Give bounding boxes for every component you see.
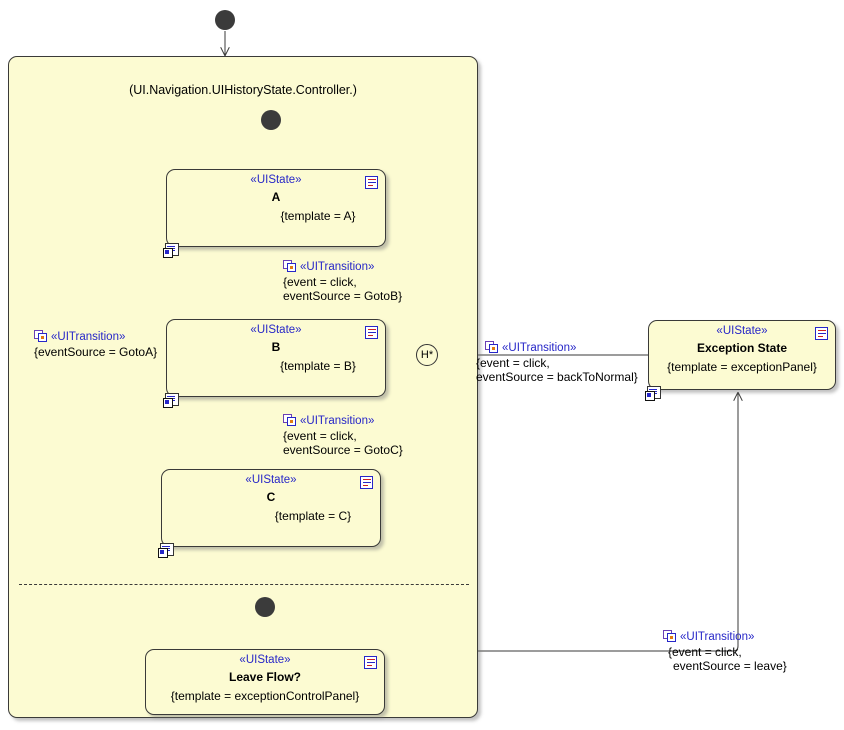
state-b-name: B <box>271 340 281 354</box>
uitransition-icon <box>283 260 297 272</box>
transition-a-to-b-line2: eventSource = GotoB} <box>283 289 403 303</box>
transition-leave-stereotype: «UITransition» <box>680 631 755 643</box>
initial-pseudostate-outer[interactable] <box>215 10 235 30</box>
submachine-icon[interactable] <box>163 243 179 258</box>
state-a-name: A <box>271 190 281 204</box>
document-icon[interactable] <box>365 326 378 339</box>
state-a[interactable]: «UIState» A {template = A} <box>166 169 386 247</box>
initial-pseudostate-region-main[interactable] <box>261 110 281 130</box>
document-icon[interactable] <box>815 327 828 340</box>
submachine-icon[interactable] <box>158 543 174 558</box>
state-leave-flow-name: Leave Flow? <box>228 670 302 684</box>
transition-label-leave[interactable]: «UITransition» {event = click, eventSour… <box>663 630 787 673</box>
state-a-tag: {template = A} <box>280 209 356 223</box>
transition-label-c-to-a[interactable]: «UITransition» {eventSource = GotoA} <box>34 330 157 359</box>
transition-b-to-c-stereotype: «UITransition» <box>300 415 375 427</box>
state-exception-stereotype: «UIState» <box>716 325 768 337</box>
document-icon[interactable] <box>364 656 377 669</box>
transition-label-exception-to-history[interactable]: «UITransition» {event = click, eventSour… <box>476 341 638 384</box>
document-icon[interactable] <box>365 176 378 189</box>
state-exception-tag: {template = exceptionPanel} <box>667 360 817 374</box>
transition-a-to-b-stereotype: «UITransition» <box>300 261 375 273</box>
transition-b-to-c-line2: eventSource = GotoC} <box>283 443 403 457</box>
state-b[interactable]: «UIState» B {template = B} <box>166 319 386 397</box>
state-b-stereotype: «UIState» <box>250 324 302 336</box>
initial-pseudostate-region-exception[interactable] <box>255 597 275 617</box>
transition-label-a-to-b[interactable]: «UITransition» {event = click, eventSour… <box>283 260 402 303</box>
transition-leave-line2: eventSource = leave} <box>673 659 787 673</box>
deep-history-pseudostate[interactable]: H* <box>416 344 438 366</box>
state-c-tag: {template = C} <box>274 509 352 523</box>
submachine-icon[interactable] <box>163 393 179 408</box>
state-exception[interactable]: «UIState» Exception State {template = ex… <box>648 320 836 390</box>
transition-c-to-a-line1: {eventSource = GotoA} <box>34 345 158 359</box>
state-b-tag: {template = B} <box>280 359 356 373</box>
state-leave-flow[interactable]: «UIState» Leave Flow? {template = except… <box>145 649 385 715</box>
transition-exception-to-history-stereotype: «UITransition» <box>502 342 577 354</box>
transition-a-to-b-line1: {event = click, <box>283 275 357 289</box>
transition-label-b-to-c[interactable]: «UITransition» {event = click, eventSour… <box>283 414 403 457</box>
edge-leave-to-exception <box>478 393 738 652</box>
state-c-name: C <box>266 490 276 504</box>
composite-state-title: (UI.Navigation.UIHistoryState.Controller… <box>129 83 357 97</box>
state-c-stereotype: «UIState» <box>245 474 297 486</box>
uitransition-icon <box>663 630 677 642</box>
state-a-stereotype: «UIState» <box>250 174 302 186</box>
uitransition-icon <box>485 341 499 353</box>
region-divider <box>19 584 469 585</box>
state-leave-flow-tag: {template = exceptionControlPanel} <box>170 689 360 703</box>
state-exception-name: Exception State <box>696 341 788 355</box>
submachine-icon[interactable] <box>645 386 661 401</box>
state-leave-flow-stereotype: «UIState» <box>239 654 291 666</box>
uitransition-icon <box>34 330 48 342</box>
transition-c-to-a-stereotype: «UITransition» <box>51 331 126 343</box>
state-c[interactable]: «UIState» C {template = C} <box>161 469 381 547</box>
transition-exception-to-history-line1: {event = click, <box>476 356 550 370</box>
transition-exception-to-history-line2: eventSource = backToNormal} <box>476 370 638 384</box>
uitransition-icon <box>283 414 297 426</box>
transition-leave-line1: {event = click, <box>668 645 742 659</box>
document-icon[interactable] <box>360 476 373 489</box>
transition-b-to-c-line1: {event = click, <box>283 429 357 443</box>
